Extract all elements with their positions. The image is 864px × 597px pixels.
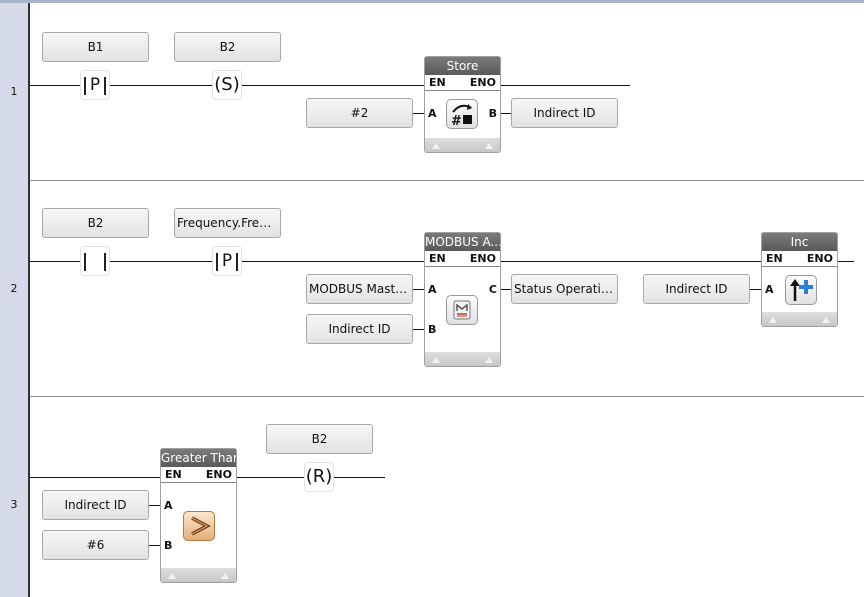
- pin-b: B: [428, 323, 437, 336]
- rung-number-gutter: 3: [0, 396, 30, 597]
- rung-2[interactable]: 2 B2 Frequency.Frequ... P MODBUS Masters…: [0, 180, 864, 397]
- expand-arrow-icon[interactable]: [485, 143, 493, 149]
- contact-bar-right: [104, 77, 106, 95]
- pin-a: A: [164, 499, 173, 512]
- greater-than-icon: [183, 511, 215, 541]
- modbus-icon: [446, 295, 478, 325]
- block-title: Greater Than: [161, 449, 236, 467]
- gt-input-a-wire: [149, 505, 161, 506]
- eno-label: ENO: [469, 252, 496, 265]
- block-separator: [425, 266, 500, 267]
- modbus-block[interactable]: MODBUS A... EN ENO A B C: [424, 232, 501, 367]
- gt-input-a[interactable]: Indirect ID: [42, 490, 149, 520]
- block-footer[interactable]: [425, 138, 500, 152]
- contact-tag-b1[interactable]: B1: [42, 32, 149, 62]
- modbus-input-b[interactable]: Indirect ID: [306, 314, 413, 344]
- rung-number: 3: [10, 498, 18, 511]
- contact-bar-left: [216, 253, 218, 271]
- rung-3[interactable]: 3 Indirect ID #6 Greater Than EN ENO A B…: [0, 396, 864, 597]
- modbus-output-wire: [501, 289, 511, 290]
- reset-coil[interactable]: (R): [304, 462, 334, 492]
- increment-icon: [785, 275, 817, 305]
- store-input-a[interactable]: #2: [306, 98, 413, 128]
- gt-input-b[interactable]: #6: [42, 530, 149, 560]
- block-title: Store: [425, 57, 500, 75]
- coil-tag-b2[interactable]: B2: [266, 424, 373, 454]
- en-label: EN: [429, 76, 446, 89]
- coil-tag-b2[interactable]: B2: [174, 32, 281, 62]
- gt-input-b-wire: [149, 545, 161, 546]
- contact-bar-right: [104, 253, 106, 271]
- pin-b: B: [488, 107, 497, 120]
- rung-1[interactable]: 1 B1 P B2 (S) #2 Store EN ENO A B # Ind: [0, 3, 864, 181]
- en-label: EN: [429, 252, 446, 265]
- modbus-output-c[interactable]: Status Operation: [511, 274, 618, 304]
- expand-arrow-icon[interactable]: [485, 357, 493, 363]
- modbus-input-a[interactable]: MODBUS Masters...: [306, 274, 413, 304]
- block-title: MODBUS A...: [425, 233, 500, 251]
- contact-bar-right: [236, 253, 238, 271]
- pin-a: A: [428, 107, 437, 120]
- en-label: EN: [165, 468, 182, 481]
- inc-input-a[interactable]: Indirect ID: [643, 274, 750, 304]
- store-output-wire: [501, 113, 511, 114]
- pin-c: C: [488, 283, 497, 296]
- store-input-wire: [413, 113, 425, 114]
- eno-label: ENO: [469, 76, 496, 89]
- modbus-input-b-wire: [413, 329, 425, 330]
- expand-arrow-icon[interactable]: [432, 143, 440, 149]
- rung-number: 1: [10, 85, 18, 98]
- eno-label: ENO: [205, 468, 232, 481]
- eno-label: ENO: [806, 252, 833, 265]
- rung-number: 2: [10, 282, 18, 295]
- inc-input-wire: [750, 289, 762, 290]
- block-footer[interactable]: [425, 352, 500, 366]
- contact-bar-left: [84, 77, 86, 95]
- rung-number-gutter: 2: [0, 180, 30, 396]
- block-footer[interactable]: [762, 312, 837, 326]
- expand-arrow-icon[interactable]: [822, 317, 830, 323]
- store-block[interactable]: Store EN ENO A B #: [424, 56, 501, 153]
- rung-number-gutter: 1: [0, 3, 30, 180]
- expand-arrow-icon[interactable]: [769, 317, 777, 323]
- contact-type: P: [89, 75, 101, 95]
- rung-wire: [30, 85, 630, 86]
- pin-b: B: [164, 539, 173, 552]
- pin-a: A: [765, 283, 774, 296]
- block-footer[interactable]: [161, 568, 236, 582]
- greater-than-block[interactable]: Greater Than EN ENO A B: [160, 448, 237, 583]
- expand-arrow-icon[interactable]: [432, 357, 440, 363]
- block-separator: [161, 482, 236, 483]
- pin-a: A: [428, 283, 437, 296]
- top-border: [0, 0, 864, 3]
- contact-type: P: [221, 251, 233, 271]
- inc-block[interactable]: Inc EN ENO A: [761, 232, 838, 327]
- positive-transition-contact[interactable]: P: [212, 246, 242, 276]
- expand-arrow-icon[interactable]: [221, 573, 229, 579]
- store-icon: #: [446, 99, 478, 129]
- set-coil[interactable]: (S): [212, 70, 242, 100]
- en-label: EN: [766, 252, 783, 265]
- contact-bar-left: [84, 253, 86, 271]
- contact-tag-b2[interactable]: B2: [42, 208, 149, 238]
- positive-transition-contact[interactable]: P: [80, 70, 110, 100]
- svg-text:#: #: [451, 114, 462, 128]
- contact-tag-frequency[interactable]: Frequency.Frequ...: [174, 208, 281, 238]
- block-separator: [425, 90, 500, 91]
- normally-open-contact[interactable]: [80, 246, 110, 276]
- block-title: Inc: [762, 233, 837, 251]
- modbus-input-a-wire: [413, 289, 425, 290]
- block-separator: [762, 266, 837, 267]
- expand-arrow-icon[interactable]: [168, 573, 176, 579]
- store-output-b[interactable]: Indirect ID: [511, 98, 618, 128]
